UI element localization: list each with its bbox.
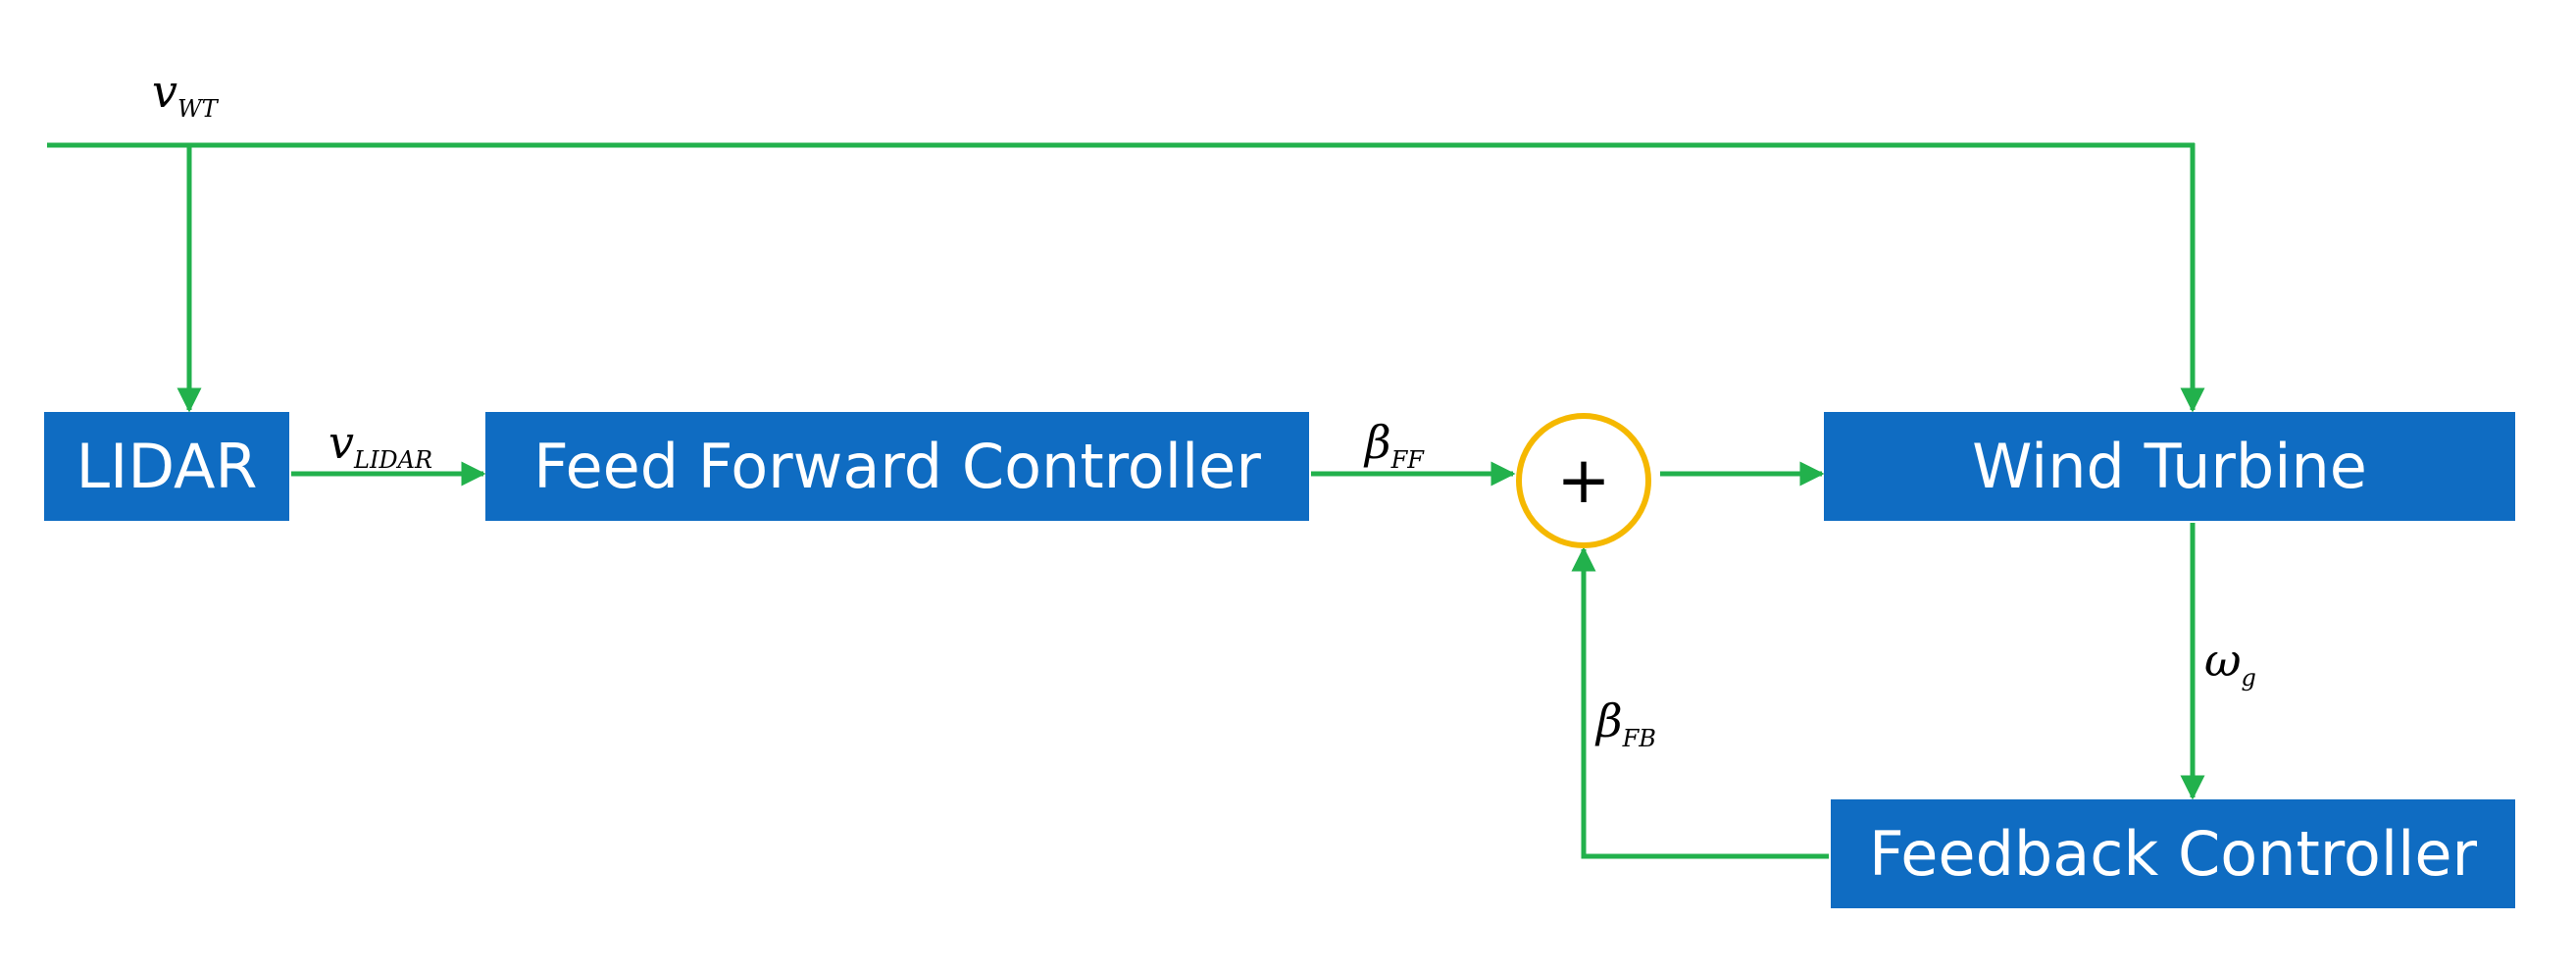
summing-junction bbox=[1516, 413, 1651, 548]
omega-g-label: ωg bbox=[2204, 638, 2256, 690]
v-lidar-label: vLIDAR bbox=[328, 420, 432, 472]
feedback-controller-block: Feedback Controller bbox=[1831, 799, 2515, 908]
omega-g-base: ω bbox=[2204, 634, 2242, 687]
wind-turbine-block: Wind Turbine bbox=[1824, 412, 2515, 521]
v-wt-label: vWT bbox=[152, 69, 218, 121]
omega-g-sub: g bbox=[2241, 664, 2256, 692]
feedback-to-junction-arrow bbox=[1571, 546, 1829, 859]
beta-fb-label: βFB bbox=[1596, 698, 1656, 750]
beta-fb-sub: FB bbox=[1622, 725, 1656, 752]
beta-ff-label: βFF bbox=[1365, 420, 1424, 472]
feedforward-controller-block: Feed Forward Controller bbox=[485, 412, 1309, 521]
v-wt-base: v bbox=[152, 65, 177, 118]
lidar-block: LIDAR bbox=[44, 412, 289, 521]
v-lidar-base: v bbox=[328, 416, 354, 469]
summing-junction-symbol: + bbox=[1556, 442, 1610, 518]
v-lidar-sub: LIDAR bbox=[354, 446, 433, 474]
v-wt-sub: WT bbox=[177, 95, 218, 123]
beta-fb-base: β bbox=[1596, 694, 1623, 747]
beta-ff-sub: FF bbox=[1390, 446, 1424, 474]
beta-ff-base: β bbox=[1365, 416, 1391, 469]
